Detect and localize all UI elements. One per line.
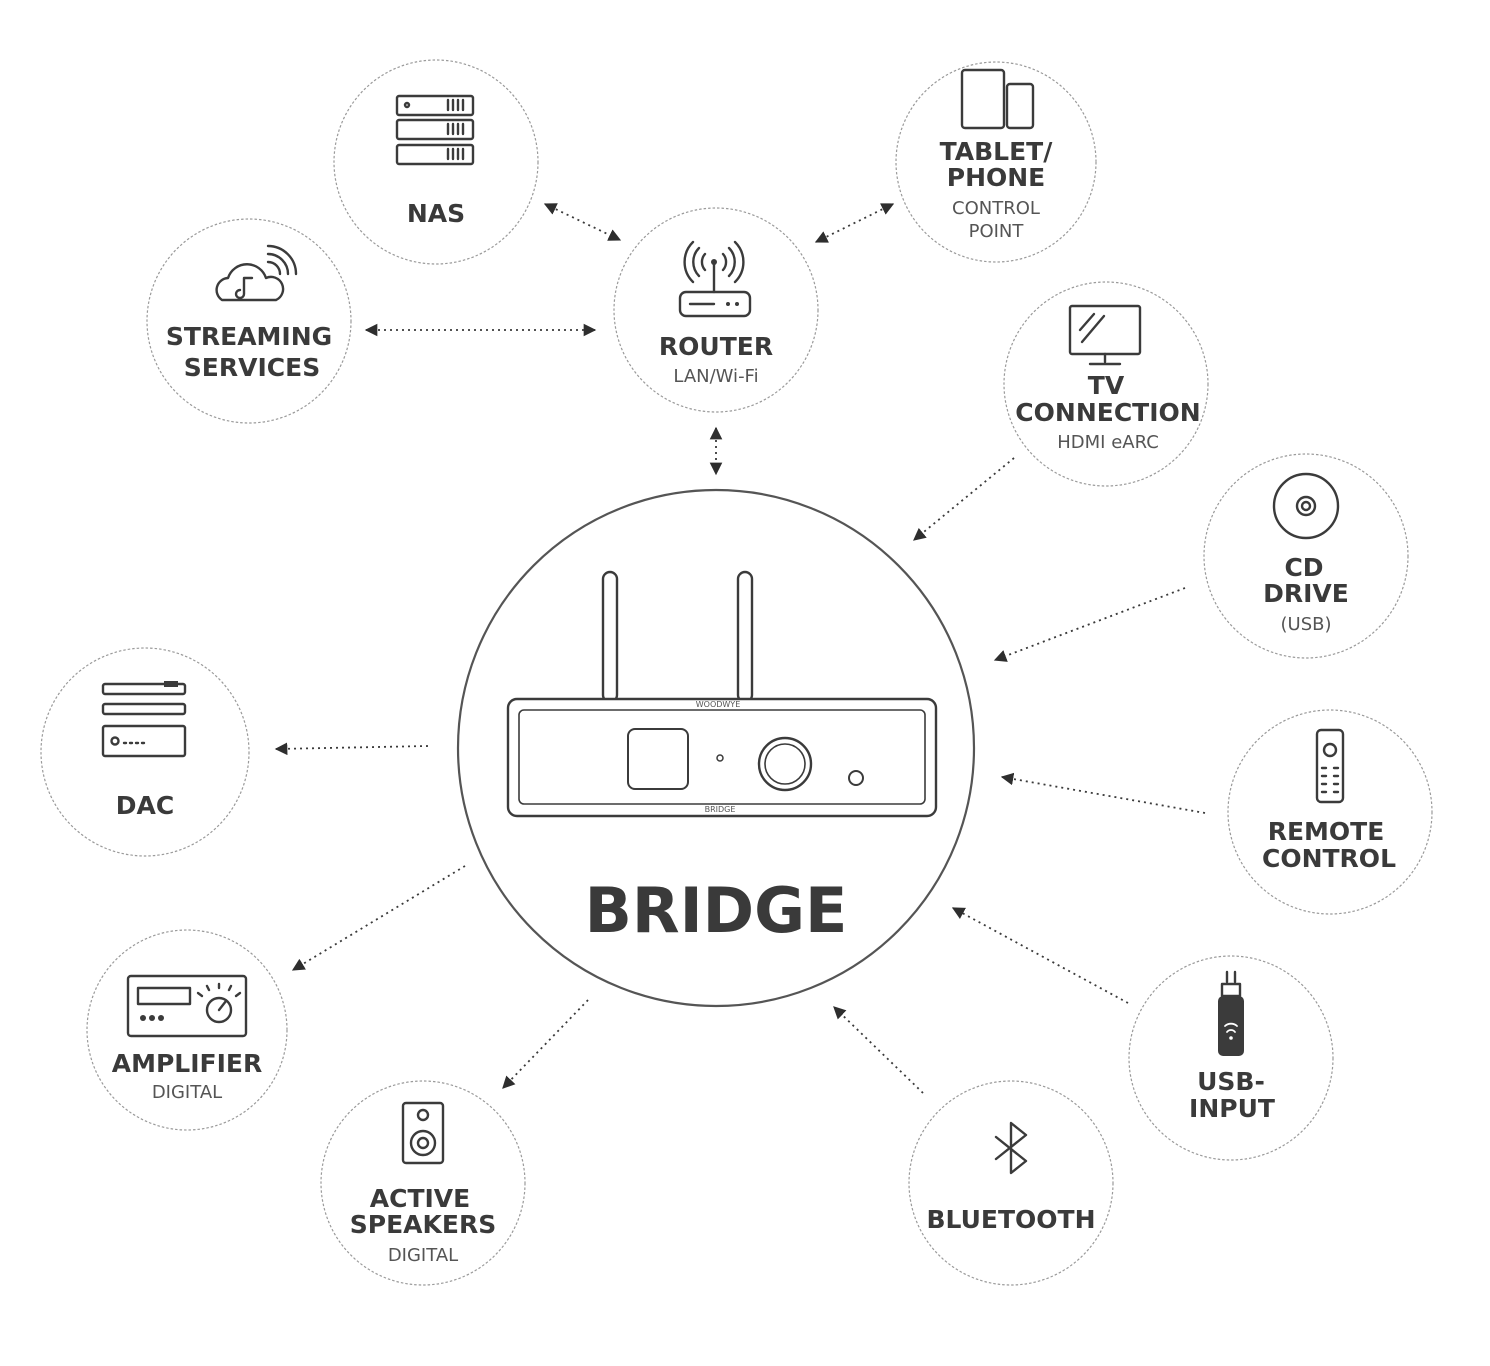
usb-title-line1: USB- — [1197, 1067, 1265, 1096]
connector-bridge-speakers — [502, 999, 589, 1089]
nas-icon — [395, 94, 475, 166]
bridge-title: BRIDGE — [585, 874, 848, 947]
connector-bridge-dac — [274, 742, 429, 756]
router-sub: LAN/Wi-Fi — [673, 366, 758, 387]
node-tv-connection[interactable]: TV CONNECTION HDMI eARC — [1003, 281, 1209, 487]
node-active-speakers[interactable]: ACTIVE SPEAKERS DIGITAL — [320, 1080, 526, 1286]
tv-icon — [1068, 304, 1142, 366]
amplifier-sub: DIGITAL — [152, 1082, 222, 1103]
cd-title-line1: CD — [1284, 553, 1323, 582]
connector-tablet-router — [814, 203, 895, 243]
node-streaming-services[interactable]: STREAMING SERVICES — [146, 218, 352, 424]
amplifier-title: AMPLIFIER — [112, 1049, 263, 1078]
router-icon — [678, 240, 752, 318]
bridge-device-icon — [506, 697, 938, 818]
tablet-sub-line2: POINT — [969, 221, 1025, 242]
tv-sub: HDMI eARC — [1057, 432, 1159, 453]
streaming-title-line2: SERVICES — [184, 353, 320, 382]
speakers-title-line1: ACTIVE — [370, 1184, 470, 1213]
tv-title-line2: CONNECTION — [1015, 398, 1200, 427]
cd-title-line2: DRIVE — [1263, 579, 1349, 608]
connector-bluetooth-bridge — [833, 1006, 924, 1094]
remote-title-line2: CONTROL — [1262, 844, 1396, 873]
node-cd-drive[interactable]: CD DRIVE (USB) — [1203, 453, 1409, 659]
node-nas[interactable]: NAS — [333, 59, 539, 265]
usb-title-line2: INPUT — [1189, 1094, 1275, 1123]
tablet-title-line1: TABLET/ — [940, 137, 1054, 166]
bridge-brand-label: WOODWYE — [696, 700, 741, 709]
usb-stick-icon — [1218, 970, 1244, 1056]
node-tablet-phone[interactable]: TABLET/ PHONE CONTROL POINT — [895, 61, 1097, 263]
antenna-left-icon — [601, 570, 619, 704]
node-remote-control[interactable]: REMOTE CONTROL — [1227, 709, 1433, 915]
speaker-icon — [401, 1101, 445, 1165]
connector-cd-bridge — [993, 587, 1186, 662]
bluetooth-title: BLUETOOTH — [926, 1205, 1095, 1234]
node-usb-input[interactable]: USB- INPUT — [1128, 955, 1334, 1161]
connector-nas-router — [543, 203, 622, 241]
tablet-phone-icon — [960, 68, 1035, 130]
amplifier-icon — [126, 974, 248, 1038]
tablet-sub-line1: CONTROL — [952, 198, 1040, 219]
streaming-title-line1: STREAMING — [166, 322, 332, 351]
node-bluetooth[interactable]: BLUETOOTH — [908, 1080, 1114, 1286]
remote-title-line1: REMOTE — [1268, 817, 1385, 846]
connectors — [274, 203, 1206, 1094]
node-dac[interactable]: DAC — [40, 647, 250, 857]
bluetooth-icon — [994, 1121, 1028, 1175]
cd-icon — [1272, 472, 1340, 540]
router-title: ROUTER — [659, 332, 773, 361]
connector-tv-bridge — [913, 457, 1015, 541]
cloud-music-icon — [215, 244, 298, 302]
node-router[interactable]: ROUTER LAN/Wi-Fi — [613, 207, 819, 413]
tv-title-line1: TV — [1088, 371, 1125, 400]
connector-remote-bridge — [1000, 772, 1206, 814]
tablet-title-line2: PHONE — [947, 163, 1046, 192]
antenna-right-icon — [736, 570, 754, 704]
bridge-hub: WOODWYE BRIDGE BRIDGE — [456, 488, 976, 1008]
connector-bridge-amplifier — [291, 865, 466, 971]
dac-title: DAC — [116, 791, 174, 820]
speakers-sub: DIGITAL — [388, 1245, 458, 1266]
connector-usb-bridge — [951, 907, 1129, 1004]
remote-icon — [1315, 728, 1345, 804]
dac-icon — [101, 681, 187, 758]
speakers-title-line2: SPEAKERS — [350, 1210, 496, 1239]
nas-title: NAS — [407, 199, 465, 228]
cd-sub: (USB) — [1281, 614, 1332, 635]
bridge-front-label: BRIDGE — [705, 805, 736, 814]
node-amplifier[interactable]: AMPLIFIER DIGITAL — [86, 929, 288, 1131]
